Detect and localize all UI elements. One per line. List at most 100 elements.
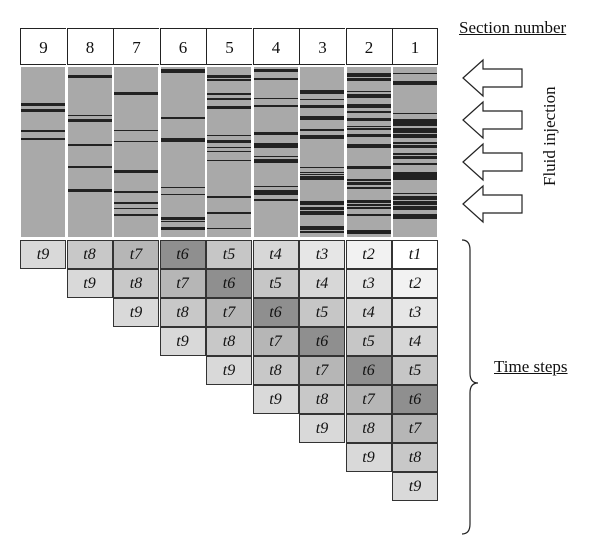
- section-header-9: 9: [20, 28, 66, 65]
- dark-band: [21, 138, 65, 140]
- time-cell: t6: [345, 356, 392, 385]
- dark-band: [346, 128, 391, 130]
- time-cell: t3: [299, 240, 345, 269]
- time-cell: t6: [252, 298, 299, 327]
- core-section-9: [21, 67, 65, 237]
- dark-band: [393, 217, 437, 219]
- dark-band: [207, 228, 251, 229]
- core-section-4: [253, 67, 298, 237]
- dark-band: [393, 196, 437, 197]
- dark-band: [67, 115, 112, 116]
- core-section-3: [300, 67, 344, 237]
- dark-band: [207, 147, 251, 148]
- dark-band: [21, 109, 65, 112]
- dark-band: [300, 176, 344, 177]
- dark-band: [393, 119, 437, 121]
- dark-band: [300, 201, 344, 205]
- dark-band: [393, 123, 437, 126]
- section-header-7: 7: [113, 28, 159, 65]
- dark-band: [160, 227, 205, 230]
- dark-band: [346, 134, 391, 137]
- dark-band: [346, 214, 391, 216]
- time-cell: t1: [392, 240, 438, 269]
- dark-band: [67, 75, 112, 78]
- time-cell: t6: [392, 385, 438, 414]
- time-cell: t7: [206, 298, 252, 327]
- dark-band: [114, 191, 158, 193]
- section-header-8: 8: [66, 28, 113, 65]
- dark-band: [393, 129, 437, 133]
- dark-band: [346, 94, 391, 98]
- time-cell: t3: [392, 298, 438, 327]
- dark-band: [393, 193, 437, 194]
- time-cell: t5: [252, 269, 299, 298]
- dark-band: [346, 91, 391, 92]
- dark-band: [114, 141, 158, 142]
- fluid-injection-label: Fluid injection: [540, 86, 559, 186]
- dark-band: [160, 71, 205, 73]
- dark-band: [160, 117, 205, 119]
- section-number-label: Section number: [459, 18, 567, 37]
- time-cell: t8: [299, 385, 345, 414]
- dark-band: [207, 93, 251, 95]
- dark-band: [300, 211, 344, 215]
- dark-band: [393, 142, 437, 144]
- section-header-4: 4: [252, 28, 299, 65]
- dark-band: [207, 140, 251, 143]
- dark-band: [114, 202, 158, 204]
- dark-band: [393, 134, 437, 138]
- dark-band: [300, 90, 344, 94]
- dark-band: [300, 99, 344, 100]
- time-cell: t7: [299, 356, 345, 385]
- time-cell: t6: [159, 240, 206, 269]
- dark-band: [160, 221, 205, 222]
- dark-band: [300, 226, 344, 230]
- dark-band: [393, 202, 437, 205]
- dark-band: [346, 188, 391, 189]
- dark-band: [67, 144, 112, 146]
- dark-band: [346, 182, 391, 185]
- dark-band: [207, 135, 251, 136]
- dark-band: [346, 78, 391, 81]
- dark-band: [253, 143, 298, 145]
- dark-band: [393, 201, 437, 202]
- time-cell: t8: [113, 269, 159, 298]
- dark-band: [114, 170, 158, 173]
- dark-band: [67, 120, 112, 122]
- dark-band: [300, 174, 344, 175]
- dark-band: [253, 186, 298, 187]
- dark-band: [393, 153, 437, 155]
- time-cell: t8: [159, 298, 206, 327]
- dark-band: [346, 179, 391, 181]
- time-cell: t9: [66, 269, 113, 298]
- section-header-3: 3: [299, 28, 345, 65]
- dark-band: [393, 113, 437, 114]
- dark-band: [207, 196, 251, 198]
- core-section-5: [207, 67, 251, 237]
- time-cell: t5: [299, 298, 345, 327]
- dark-band: [346, 200, 391, 203]
- dark-band: [300, 178, 344, 180]
- dark-band: [393, 73, 437, 74]
- time-cell: t3: [345, 269, 392, 298]
- dark-band: [393, 206, 437, 210]
- dark-band: [346, 166, 391, 169]
- time-cell: t9: [299, 414, 345, 443]
- dark-band: [253, 192, 298, 195]
- dark-band: [300, 207, 344, 210]
- time-cell: t8: [345, 414, 392, 443]
- core-section-2: [346, 67, 391, 237]
- dark-band: [253, 199, 298, 200]
- dark-band: [21, 103, 65, 106]
- dark-band: [300, 167, 344, 168]
- dark-band: [207, 79, 251, 81]
- time-cell: t9: [252, 385, 299, 414]
- time-cell: t9: [206, 356, 252, 385]
- dark-band: [393, 178, 437, 180]
- dark-band: [207, 75, 251, 78]
- time-cell: t7: [159, 269, 206, 298]
- dark-band: [346, 230, 391, 234]
- dark-band: [300, 231, 344, 233]
- dark-band: [300, 116, 344, 120]
